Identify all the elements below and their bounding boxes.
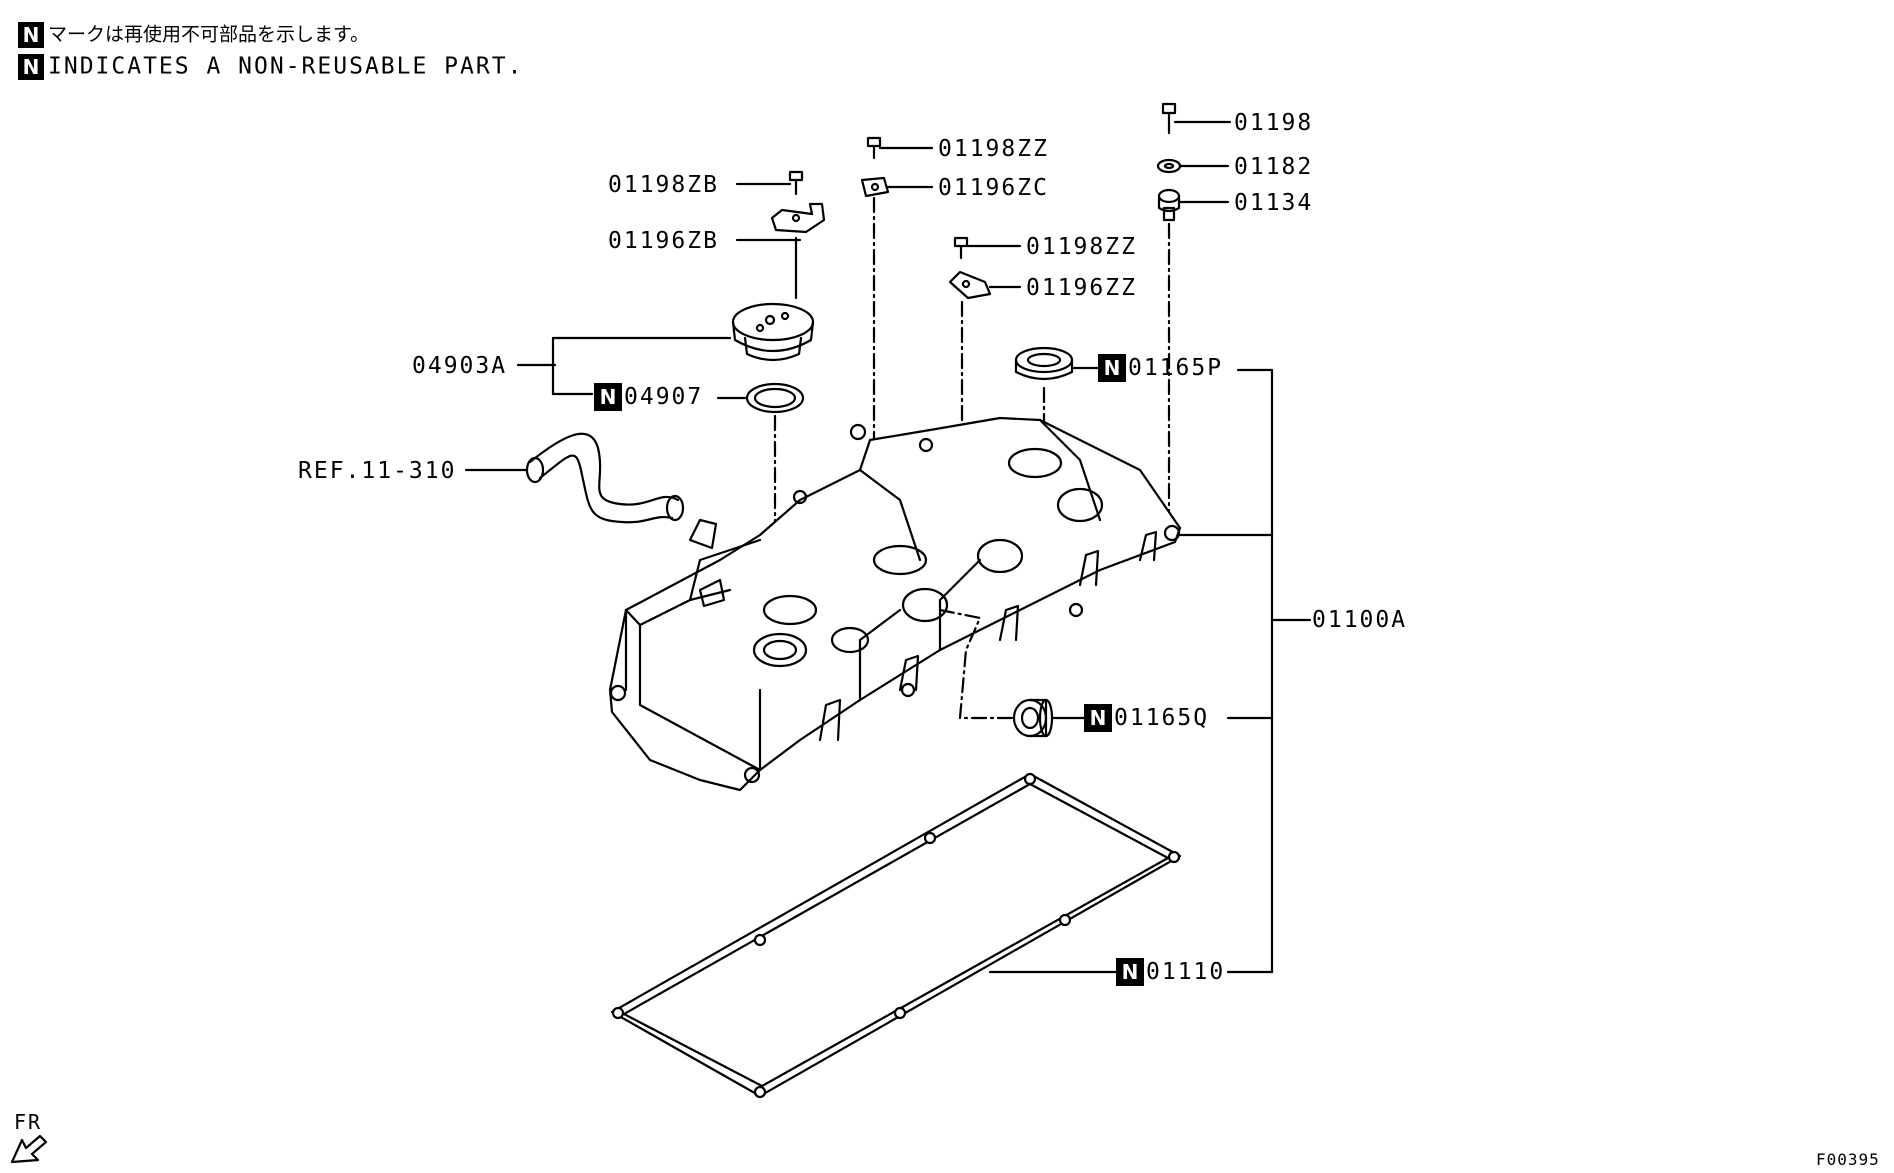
bolt-01198zz-top	[866, 136, 934, 160]
label-01198zz-top[interactable]: 01198ZZ	[938, 136, 1049, 162]
label-01196zz[interactable]: 01196ZZ	[1026, 275, 1137, 301]
cap-gasket-04907	[716, 382, 805, 414]
label-01182[interactable]: 01182	[1234, 154, 1314, 180]
non-reusable-badge: N	[1116, 958, 1144, 986]
label-01196zc[interactable]: 01196ZC	[938, 175, 1049, 201]
non-reusable-badge: N	[18, 22, 44, 48]
oil-filler-cap	[731, 302, 815, 362]
plug-seal-01165q	[1012, 698, 1086, 738]
non-reusable-badge: N	[1098, 354, 1126, 382]
label-01198[interactable]: 01198	[1234, 110, 1314, 136]
label-04907[interactable]: 04907	[624, 384, 704, 410]
note-english-text: INDICATES A NON-REUSABLE PART.	[48, 53, 524, 80]
breather-hose	[464, 432, 685, 524]
bracket-01196zb	[735, 202, 826, 242]
plug-seal-01165p	[1014, 346, 1100, 381]
washer-01182	[1156, 158, 1230, 174]
label-01134[interactable]: 01134	[1234, 190, 1314, 216]
note-japanese-text: マークは再使用不可部品を示します。	[48, 23, 370, 46]
bracket-01196zc	[860, 176, 934, 198]
rocker-cover-gasket	[610, 772, 1182, 1099]
front-direction-label: FR	[14, 1110, 43, 1134]
label-01198zz-mid[interactable]: 01198ZZ	[1026, 234, 1137, 260]
label-01165q[interactable]: 01165Q	[1114, 705, 1210, 731]
label-01196zb[interactable]: 01196ZB	[608, 228, 719, 254]
label-04903a[interactable]: 04903A	[412, 353, 508, 379]
non-reusable-badge: N	[18, 54, 44, 80]
rocker-cover-body	[608, 416, 1182, 792]
label-ref-hose[interactable]: REF.11-310	[298, 458, 457, 484]
bolt-01198zz-mid	[953, 236, 1022, 260]
label-01165p[interactable]: 01165P	[1128, 355, 1224, 381]
label-01100a[interactable]: 01100A	[1312, 607, 1408, 633]
non-reusable-badge: N	[1084, 704, 1112, 732]
grommet-01134	[1157, 188, 1230, 222]
bolt-01198	[1161, 102, 1232, 135]
label-01110[interactable]: 01110	[1146, 959, 1226, 985]
bracket-01196zz	[948, 270, 1022, 300]
front-arrow	[10, 1134, 48, 1164]
bolt-01198zb	[735, 170, 804, 196]
label-01198zb[interactable]: 01198ZB	[608, 172, 719, 198]
non-reusable-badge: N	[594, 383, 622, 411]
figure-code: F00395	[1816, 1150, 1880, 1169]
